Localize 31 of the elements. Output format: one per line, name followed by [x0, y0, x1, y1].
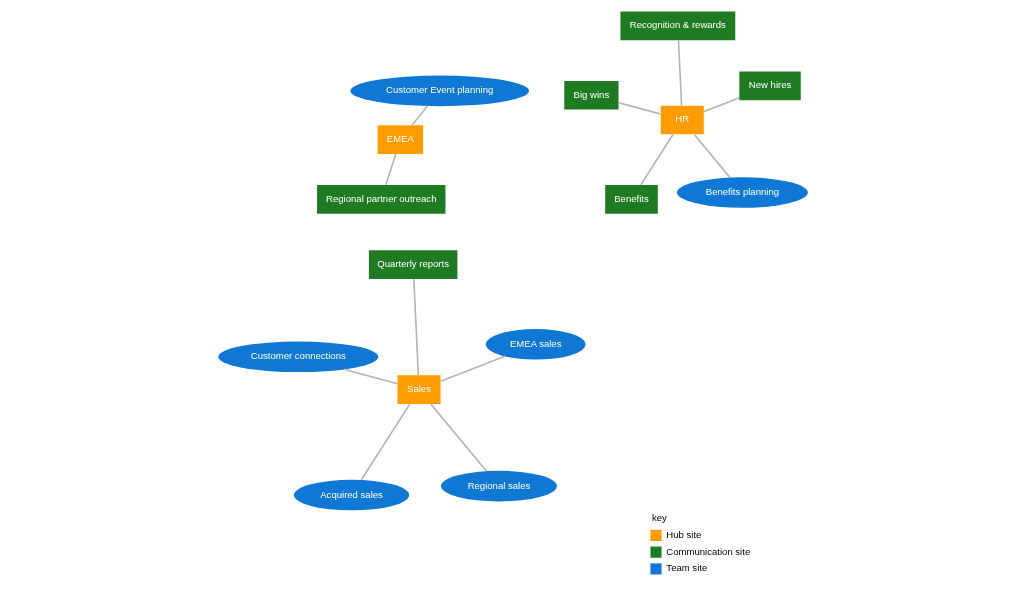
connector [430, 403, 488, 472]
node-ellipse: Customer Event planning [350, 75, 529, 107]
connector [639, 133, 674, 186]
connector [413, 278, 420, 376]
node-box: HR [660, 105, 704, 135]
node-ellipse: EMEA sales [485, 329, 586, 360]
connector [677, 39, 683, 107]
node-ellipse: Acquired sales [293, 479, 410, 511]
connector [411, 105, 429, 127]
node-box: EMEA [377, 125, 424, 154]
node-ellipse: Customer connections [218, 341, 379, 373]
node-box: New hires [739, 71, 801, 101]
node-ellipse: Regional sales [441, 470, 557, 502]
node-box: Benefits [605, 184, 658, 214]
node-box: Sales [397, 375, 441, 405]
node-box: Quarterly reports [368, 250, 458, 279]
connector [439, 355, 506, 383]
legend-label: Hub site [666, 528, 702, 540]
node-box: Big wins [564, 80, 619, 110]
label: key [652, 512, 667, 524]
node-box: Recognition & rewards [620, 11, 736, 41]
connector [693, 133, 731, 179]
node-ellipse: Benefits planning [676, 177, 808, 208]
connector [360, 403, 411, 481]
connector [343, 368, 399, 385]
connector [703, 97, 741, 113]
node-box: Regional partner outreach [317, 184, 446, 214]
connector [618, 101, 662, 115]
connector [385, 153, 397, 186]
legend-label: Communication site [666, 545, 751, 557]
legend-label: Team site [666, 562, 708, 574]
